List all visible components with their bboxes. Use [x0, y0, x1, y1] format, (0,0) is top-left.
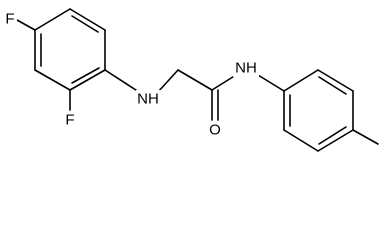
bond-ch2-to-carbonyl: [177, 69, 213, 91]
atom-label-f-bottom: F: [63, 111, 77, 129]
bond: [283, 129, 319, 152]
atom-label-f-top: F: [3, 10, 17, 28]
molecule-structure-diagram: F F NH O NH: [3, 8, 379, 152]
bond-c-f-top: [16, 19, 36, 31]
double-bond-inner: [71, 67, 100, 84]
difluorophenyl-ring: [34, 8, 106, 91]
double-bond-inner: [318, 126, 347, 145]
tolyl-ring: [283, 69, 354, 152]
atom-label-nh-left: NH: [136, 90, 161, 108]
bond-nh-to-ring: [257, 74, 285, 92]
atom-label-o: O: [208, 121, 222, 139]
atom-f-bottom: F: [65, 112, 74, 129]
bond: [317, 129, 354, 152]
bond-methyl: [352, 129, 379, 145]
bond: [34, 69, 71, 91]
bond: [283, 69, 319, 92]
bond-nh-to-ch2: [157, 69, 179, 93]
atom-label-nh-right: NH: [233, 59, 259, 77]
atom-o: O: [209, 122, 221, 139]
double-bond-inner: [71, 15, 99, 33]
atom-f-top: F: [5, 11, 14, 28]
bond-carbonyl-to-nh: [211, 74, 237, 91]
bond: [34, 8, 71, 31]
double-bond-inner: [318, 76, 347, 95]
bond: [69, 8, 106, 31]
bond: [69, 69, 106, 91]
bond-ring-to-nh: [104, 69, 140, 93]
bond: [317, 69, 354, 92]
atom-nh-left: NH: [137, 91, 159, 108]
atom-nh-right: NH: [235, 60, 257, 77]
